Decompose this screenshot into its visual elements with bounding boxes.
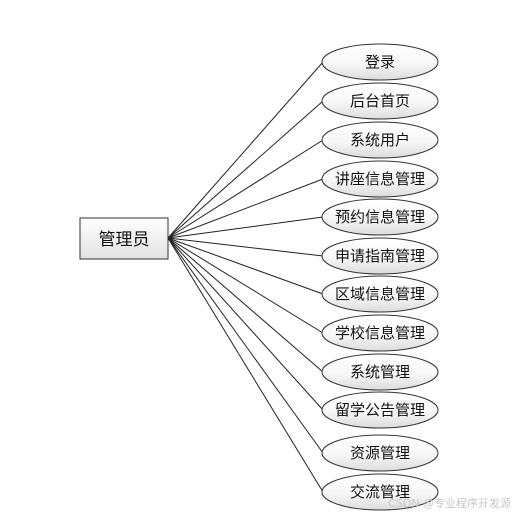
use-case-label: 交流管理 (350, 483, 410, 501)
use-case-ellipse (321, 473, 439, 511)
use-case-ellipse (321, 353, 439, 391)
connector-line (167, 237, 324, 257)
use-case: 交流管理 (321, 473, 439, 511)
use-case-label: 留学公告管理 (335, 401, 425, 419)
use-case-ellipse (321, 275, 439, 313)
use-case-label: 后台首页 (350, 92, 410, 110)
connector-line (167, 237, 324, 411)
use-case: 讲座信息管理 (321, 160, 439, 198)
use-case: 资源管理 (321, 434, 439, 472)
connector-line (167, 61, 324, 239)
use-case: 后台首页 (321, 82, 439, 120)
use-case-label: 资源管理 (350, 444, 410, 462)
connector-line (167, 237, 324, 493)
connector-line (167, 139, 324, 239)
use-case-label: 登录 (365, 53, 395, 71)
use-case-ellipse (321, 434, 439, 472)
use-case-label: 区域信息管理 (335, 285, 425, 303)
use-case-ellipse (321, 314, 439, 352)
use-case-ellipse (321, 43, 439, 81)
use-case-ellipse (321, 237, 439, 275)
use-case: 学校信息管理 (321, 314, 439, 352)
use-case: 系统用户 (321, 121, 439, 159)
connector-line (167, 216, 324, 239)
connector-line (167, 100, 324, 239)
use-case: 预约信息管理 (321, 198, 439, 236)
use-case-ellipse (321, 198, 439, 236)
use-case: 区域信息管理 (321, 275, 439, 313)
actor-label: 管理员 (99, 230, 150, 250)
connector-line (167, 178, 324, 239)
use-case-ellipse (321, 391, 439, 429)
actor-box: 管理员 (79, 217, 169, 260)
use-case-label: 预约信息管理 (335, 208, 425, 226)
use-case: 登录 (321, 43, 439, 81)
use-case-ellipse (321, 160, 439, 198)
connector-line (167, 237, 324, 454)
connector-line (167, 237, 324, 373)
use-case-ellipse (321, 121, 439, 159)
use-case-label: 学校信息管理 (335, 324, 425, 342)
connector-lines (167, 61, 324, 493)
connector-line (167, 237, 324, 295)
use-case: 系统管理 (321, 353, 439, 391)
use-case-label: 讲座信息管理 (335, 170, 425, 188)
use-case-label: 系统管理 (350, 363, 410, 381)
use-case-ellipse (321, 82, 439, 120)
use-case: 申请指南管理 (321, 237, 439, 275)
watermark: CSDN @专业程序开发源 (388, 497, 511, 510)
use-case-label: 申请指南管理 (335, 247, 425, 265)
connector-line (167, 237, 324, 334)
use-case-list: 登录后台首页系统用户讲座信息管理预约信息管理申请指南管理区域信息管理学校信息管理… (321, 43, 439, 511)
use-case-label: 系统用户 (350, 131, 410, 149)
use-case: 留学公告管理 (321, 391, 439, 429)
